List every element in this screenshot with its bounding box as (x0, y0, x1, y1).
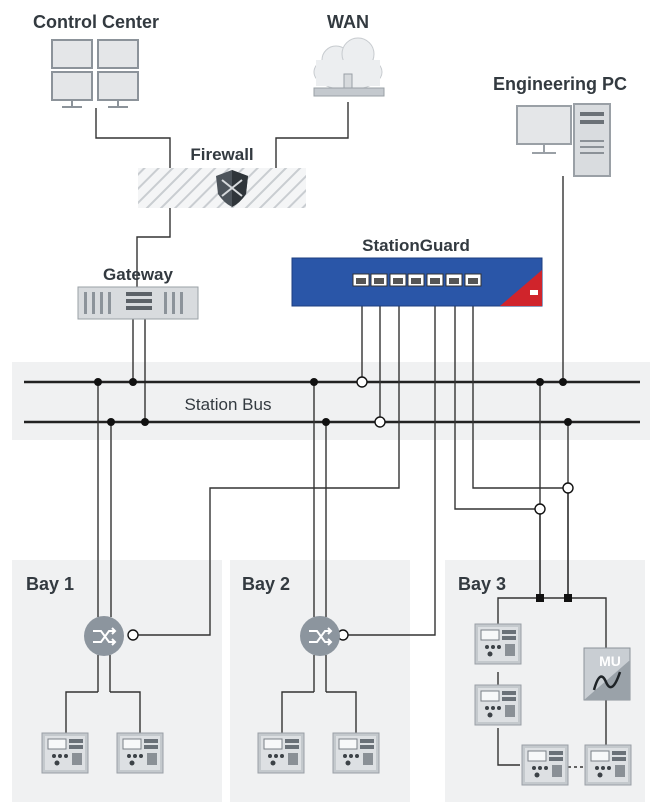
bay2-panel (230, 560, 410, 802)
label-control-center: Control Center (33, 12, 159, 32)
ied-icon (257, 732, 305, 774)
monitor-icon (51, 39, 139, 108)
switch-icon (299, 615, 341, 657)
stationguard-device (291, 257, 543, 307)
label-engineering-pc: Engineering PC (493, 74, 627, 94)
label-bay2: Bay 2 (242, 574, 290, 594)
merging-unit-icon (583, 647, 631, 701)
ied-icon (332, 732, 380, 774)
ied-icon (41, 732, 89, 774)
ied-icon (474, 623, 522, 665)
ied-icon (521, 744, 569, 786)
label-wan: WAN (327, 12, 369, 32)
label-mu: MU (599, 653, 621, 669)
label-bay1: Bay 1 (26, 574, 74, 594)
shield-icon (216, 170, 248, 207)
rack-device-icon (77, 286, 199, 320)
switch-icon (83, 615, 125, 657)
ied-icon (474, 684, 522, 726)
label-station-bus: Station Bus (185, 395, 272, 414)
label-bay3: Bay 3 (458, 574, 506, 594)
label-gateway: Gateway (103, 265, 173, 284)
ied-icon (584, 744, 632, 786)
label-firewall: Firewall (190, 145, 253, 164)
station-bus-band (12, 362, 650, 440)
label-stationguard: StationGuard (362, 236, 470, 255)
pc-tower-icon (516, 103, 611, 177)
ied-icon (116, 732, 164, 774)
cloud-icon (313, 37, 385, 97)
